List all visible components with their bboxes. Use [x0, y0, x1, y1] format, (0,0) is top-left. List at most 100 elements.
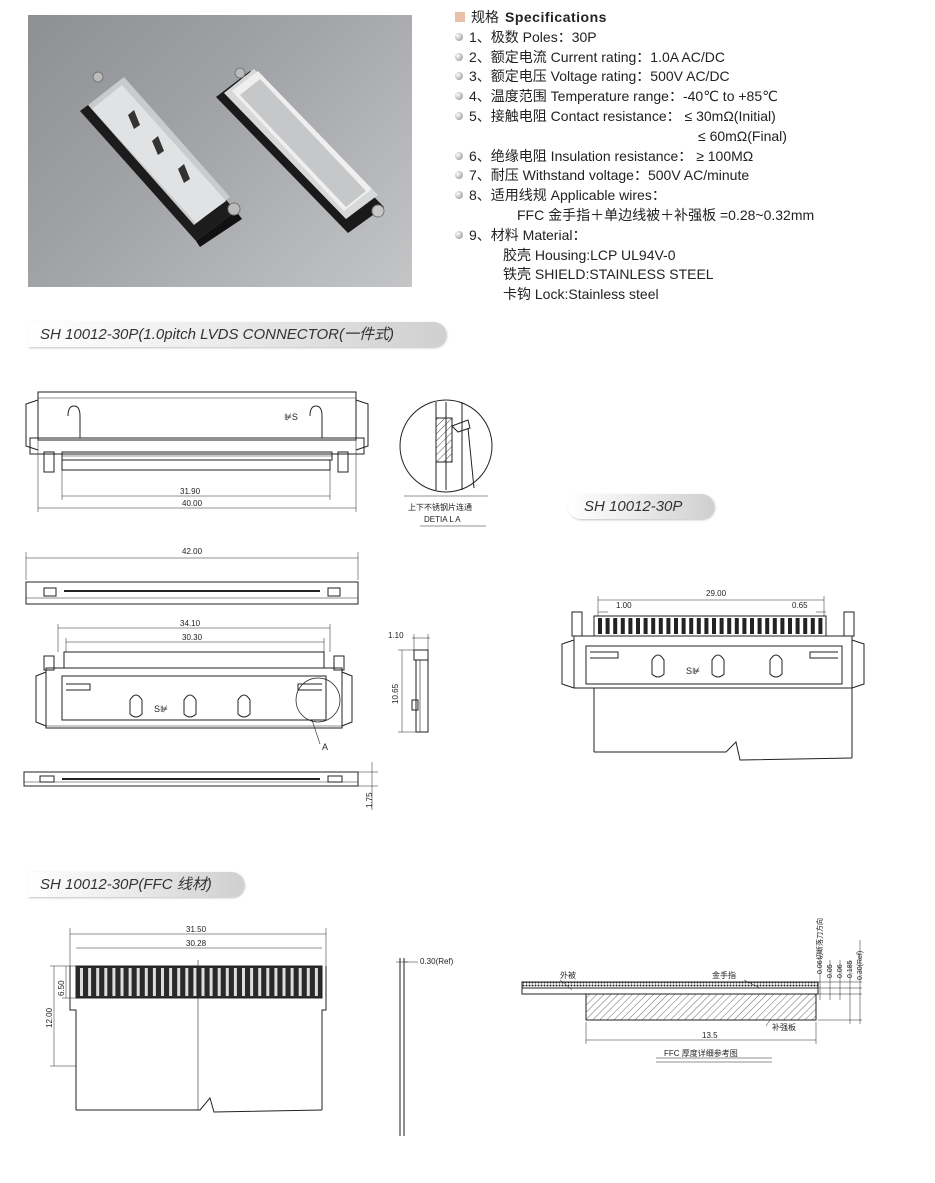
detail-note: 上下不锈钢片连通: [408, 502, 472, 512]
banner-ffc-text: SH 10012-30P(FFC 线材): [40, 876, 212, 893]
marking-side: S⊯: [686, 666, 700, 676]
ffc-view: [50, 928, 418, 1136]
spec-heading-cn: 规格: [471, 9, 499, 25]
spec-row: 5、接触电阻 Contact resistance： ≤ 30mΩ(Initia…: [455, 107, 925, 127]
pin: [620, 618, 625, 634]
spec-row: 1、极数 Poles：30P: [455, 28, 925, 48]
spec-row-text: 5、接触电阻 Contact resistance： ≤ 30mΩ(Initia…: [469, 107, 776, 124]
product-photo: [28, 15, 412, 287]
heading-square-icon: [455, 12, 465, 22]
bottom-view: [23, 762, 378, 810]
spec-row-text: 卡钩 Lock:Stainless steel: [503, 286, 659, 303]
dim-layer-c: 0.06: [837, 964, 844, 978]
spec-heading-en: Specifications: [505, 9, 607, 25]
bullet-icon: [455, 111, 463, 120]
dim-ffc-outer: 31.50: [186, 925, 207, 934]
ffc-finger: [209, 968, 213, 996]
pin: [605, 618, 610, 634]
ffc-finger: [193, 968, 197, 996]
spec-row: 卡钩 Lock:Stainless steel: [455, 285, 925, 305]
pin: [810, 618, 815, 634]
spec-row-text: 2、额定电流 Current rating：1.0A AC/DC: [469, 48, 725, 65]
profile-view: [398, 634, 430, 733]
ffc-finger: [185, 968, 189, 996]
pin: [712, 618, 716, 634]
dim-ffc-inner: 30.28: [186, 939, 207, 948]
section-banner-ffc: SH 10012-30P(FFC 线材): [28, 872, 244, 897]
label-cover: 外被: [560, 970, 576, 980]
dim-prof-w: 1.10: [388, 631, 404, 640]
spec-row-text: 9、材料 Material：: [469, 226, 587, 243]
bullet-icon: [455, 52, 463, 61]
spec-row: ≤ 60mΩ(Final): [455, 127, 925, 147]
spec-row-text: FFC 金手指＋单边线被＋补强板 =0.28~0.32mm: [517, 206, 815, 223]
dim-ffc-thk: 0.30(Ref): [420, 957, 454, 966]
pin: [742, 618, 747, 634]
detail-a-view: [399, 399, 493, 527]
ffc-finger: [120, 968, 124, 996]
dim-layer-b: 0.05: [827, 964, 834, 978]
ffc-finger: [80, 968, 83, 996]
pin: [803, 618, 808, 634]
ffc-finger: [169, 968, 173, 996]
pin: [704, 618, 709, 634]
pin-row: [598, 618, 823, 634]
pin-view: [561, 596, 865, 761]
ffc-finger: [233, 968, 237, 996]
spec-row: 4、温度范围 Temperature range：-40℃ to +85℃: [455, 87, 925, 107]
pin: [780, 618, 785, 634]
ffc-finger: [128, 968, 132, 996]
spec-row: 8、适用线规 Applicable wires：: [455, 186, 925, 206]
spec-row-text: 铁壳 SHIELD:STAINLESS STEEL: [503, 266, 714, 283]
bullet-icon: [455, 72, 463, 81]
ffc-finger: [217, 968, 221, 996]
ffc-finger: [258, 968, 262, 996]
pin: [636, 618, 640, 634]
spec-row: 铁壳 SHIELD:STAINLESS STEEL: [455, 265, 925, 285]
dim-top-inner: 31.90: [180, 487, 201, 496]
dim-pin-span: 29.00: [706, 589, 727, 598]
ffc-finger-row: [80, 968, 318, 996]
pin: [696, 618, 701, 634]
ffc-finger: [298, 968, 302, 996]
spec-row-text: 3、额定电压 Voltage rating：500V AC/DC: [469, 68, 730, 85]
ffc-thickness-detail: [521, 940, 862, 1063]
ref-a-label: A: [322, 742, 328, 752]
ffc-finger: [152, 968, 156, 996]
ffc-finger: [96, 968, 100, 996]
spec-row: 胶壳 Housing:LCP UL94V-0: [455, 246, 925, 266]
pin: [651, 618, 656, 634]
pin: [628, 618, 633, 634]
pin: [727, 618, 732, 634]
ffc-finger: [306, 968, 310, 996]
label-cut-dir: 切断落刀方向: [815, 918, 824, 960]
pin: [757, 618, 762, 634]
pin: [613, 618, 618, 634]
detail-label: DETIA L A: [424, 515, 461, 524]
pin: [643, 618, 648, 634]
spec-row-text: 7、耐压 Withstand voltage：500V AC/minute: [469, 167, 750, 184]
marking-front: S⊯: [154, 704, 168, 714]
dim-ffc-len: 12.00: [45, 1007, 54, 1028]
ffc-finger: [290, 968, 294, 996]
pin: [658, 618, 663, 634]
pin: [689, 618, 694, 634]
dim-layer-a: 0.06: [817, 960, 824, 974]
pin: [795, 618, 800, 634]
pin: [765, 618, 770, 634]
spec-row: FFC 金手指＋单边线被＋补强板 =0.28~0.32mm: [455, 206, 925, 226]
ffc-finger: [274, 968, 278, 996]
dim-layer-total: 0.30(Ref): [857, 951, 864, 980]
spec-heading: 规格 Specifications: [455, 8, 925, 28]
top-view: [25, 391, 369, 512]
spec-row: 6、绝缘电阻 Insulation resistance： ≥ 100MΩ: [455, 147, 925, 167]
ffc-finger: [112, 968, 116, 996]
dim-prof-h: 10.65: [391, 683, 400, 704]
spec-row: 7、耐压 Withstand voltage：500V AC/minute: [455, 166, 925, 186]
spec-row: 3、额定电压 Voltage rating：500V AC/DC: [455, 67, 925, 87]
pin: [666, 618, 671, 634]
label-stiffener: 补强板: [772, 1022, 796, 1032]
dim-front-inner: 30.30: [182, 633, 203, 642]
